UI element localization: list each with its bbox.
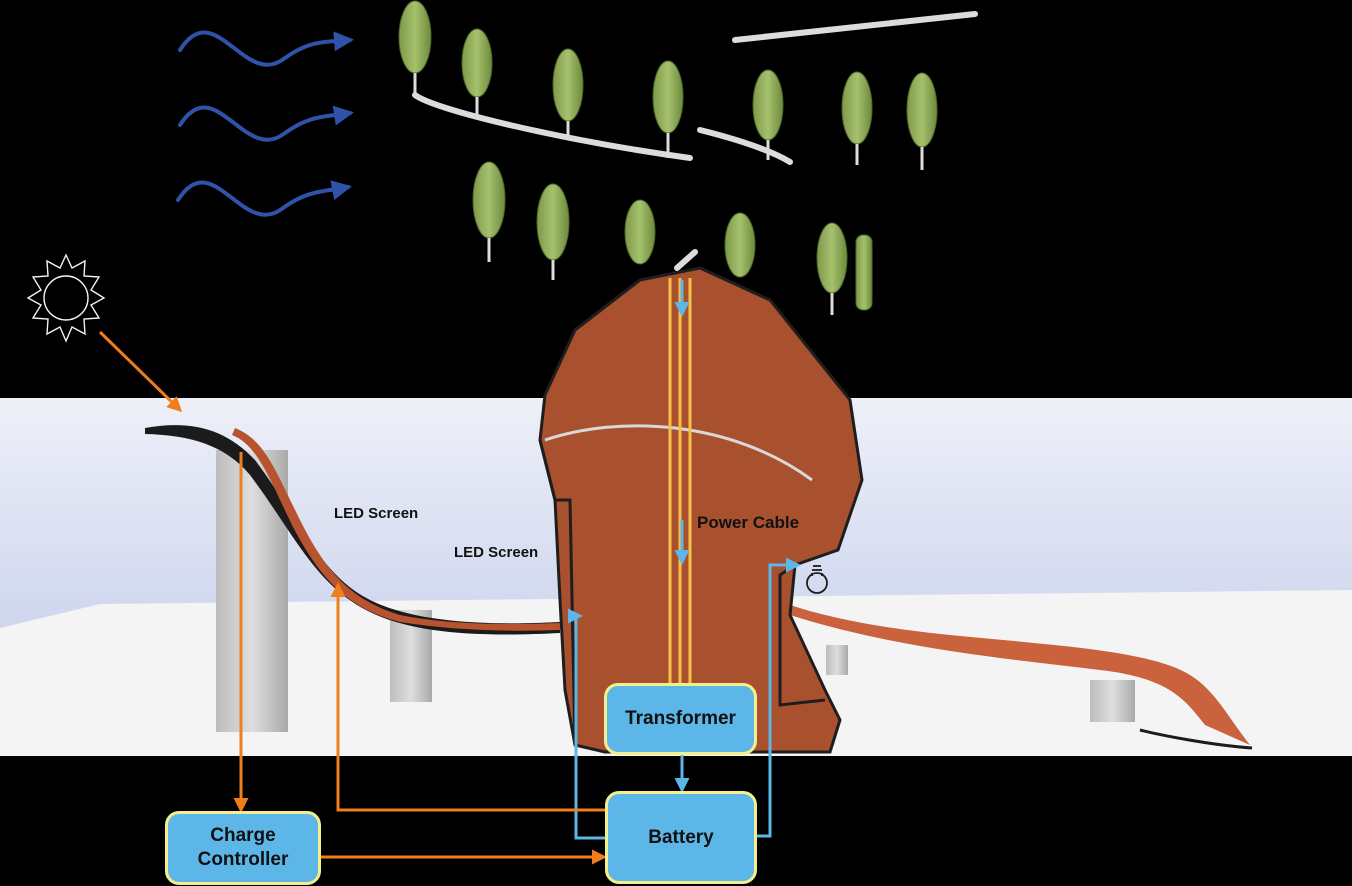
power-cable-lines: [668, 278, 692, 686]
led-screen-label: LED Screen: [454, 544, 539, 561]
sun-ray-arrow: [98, 330, 183, 413]
battery-box: Battery: [605, 791, 757, 884]
wind-turbine-tree-icon: [398, 0, 978, 315]
solar-panel-structure: [145, 425, 560, 732]
power-cable-label: Power Cable: [697, 513, 800, 532]
central-tower: [538, 249, 864, 754]
blue-flow-arrows: [568, 280, 801, 840]
sun-icon: [26, 253, 106, 343]
bench-structure: [790, 605, 1253, 750]
charge-controller-box: Charge Controller: [165, 811, 321, 885]
orange-flow-arrows: [233, 452, 608, 865]
transformer-box: Transformer: [604, 683, 757, 755]
wind-icon: [176, 30, 354, 217]
lightbulb-icon: [806, 565, 828, 594]
led-screen-label: LED Screen: [334, 505, 419, 522]
